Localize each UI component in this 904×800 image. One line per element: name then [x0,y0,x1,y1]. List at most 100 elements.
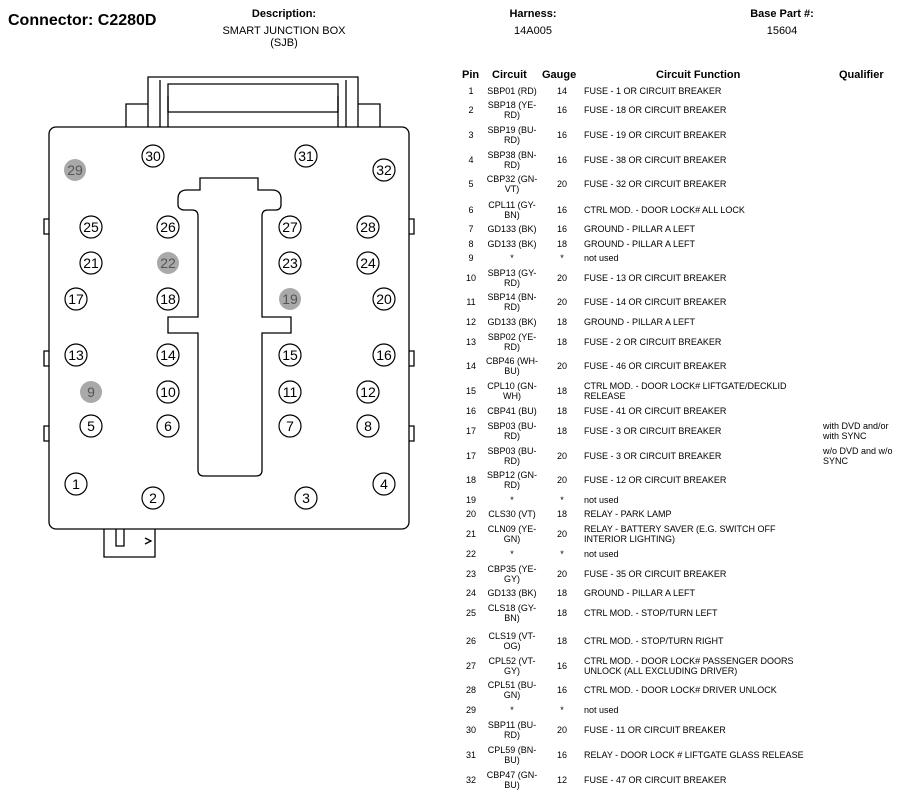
circuit-cell-line: CPL10 (GN- [487,381,537,391]
circuit-cell-line: RD) [504,278,520,288]
function-cell: FUSE - 46 OR CIRCUIT BREAKER [584,361,816,371]
circuit-cell-line: BN) [504,613,520,623]
gauge-cell: * [560,495,564,505]
gauge-cell: 18 [556,239,567,249]
gauge-cell: 18 [556,337,567,347]
cavity-15: 15 [278,343,302,367]
cavity-circle [372,472,396,496]
cavity-circle [156,215,180,239]
top-latch-step [125,103,381,127]
circuit-cell: SBP13 (GY-RD) [484,268,540,288]
cavity-circle [64,472,88,496]
cavity-22: 22 [157,252,179,274]
gauge-cell: 18 [556,406,567,416]
qualifier-cell-line: with SYNC [823,431,867,441]
cavity-number: 28 [360,219,376,235]
center-key [167,177,292,477]
cavity-circle [64,159,86,181]
circuit-cell-line: CBP46 (WH- [485,356,538,366]
harness-value: 14A005 [514,25,552,37]
cavity-circle [79,251,103,275]
gauge-cell: 16 [556,205,567,215]
function-cell: FUSE - 1 OR CIRCUIT BREAKER [584,86,816,96]
pin-cell: 22 [465,549,476,559]
gauge-cell: 14 [556,86,567,96]
cavity-number: 26 [160,219,176,235]
circuit-cell: CLS18 (GY-BN) [484,603,540,623]
gauge-cell: 18 [556,386,567,396]
circuit-cell-line: CPL11 (GY- [488,200,536,210]
circuit-cell-line: RD) [504,342,520,352]
function-cell-line: RELEASE [584,391,626,401]
qualifier-cell-line: w/o DVD and w/o [823,446,893,456]
circuit-cell: GD133 (BK) [484,239,540,249]
gauge-cell: 20 [556,297,567,307]
cavity-number: 6 [164,418,172,434]
cavity-number: 13 [68,347,84,363]
circuit-cell: GD133 (BK) [484,224,540,234]
cavity-21: 21 [79,251,103,275]
circuit-cell-line: CLS30 (VT) [488,509,536,519]
left-tab-1 [43,218,49,235]
cavity-6: 6 [156,414,180,438]
circuit-cell-line: RD) [504,431,520,441]
cavity-number: 14 [160,347,176,363]
cavity-10: 10 [156,380,180,404]
circuit-cell: CLS19 (VT-OG) [484,631,540,651]
gauge-cell: 18 [556,317,567,327]
gauge-cell: 20 [556,725,567,735]
pin-cell: 6 [468,205,474,215]
cavity-24: 24 [356,251,380,275]
cavity-number: 9 [87,384,95,400]
pin-cell: 26 [465,636,476,646]
cavity-circle [294,144,318,168]
cavity-circle [79,414,103,438]
cavity-23: 23 [278,251,302,275]
circuit-cell-line: BU) [504,755,520,765]
pin-cell: 17 [465,426,476,436]
pin-cell: 2 [468,105,474,115]
cavity-circle [141,144,165,168]
description-label: Description: [251,8,317,20]
function-cell-line: FUSE - 46 OR CIRCUIT BREAKER [584,361,727,371]
cavity-circle [356,215,380,239]
gauge-cell: * [560,549,564,559]
left-tab-3 [43,425,49,442]
function-cell: FUSE - 2 OR CIRCUIT BREAKER [584,337,816,347]
description-block: Description: SMART JUNCTION BOX (SJB) [214,8,354,49]
circuit-cell: CBP41 (BU) [484,406,540,416]
cavity-11: 11 [278,380,302,404]
cavity-circle [156,380,180,404]
cavity-circle [64,287,88,311]
function-cell: GROUND - PILLAR A LEFT [584,588,816,598]
circuit-cell: CPL52 (VT-GY) [484,656,540,676]
function-cell-line: FUSE - 2 OR CIRCUIT BREAKER [584,337,722,347]
gauge-cell: 16 [556,155,567,165]
pin-cell: 25 [465,608,476,618]
cavity-circle [278,414,302,438]
bottom-lock [103,529,156,558]
gauge-cell: 18 [556,608,567,618]
gauge-cell: 16 [556,661,567,671]
cavity-number: 24 [360,255,376,271]
cavity-1: 1 [64,472,88,496]
function-cell-line: FUSE - 14 OR CIRCUIT BREAKER [584,297,727,307]
function-cell: not used [584,549,816,559]
pin-cell: 1 [468,86,474,96]
cavity-number: 3 [302,490,310,506]
function-cell: RELAY - PARK LAMP [584,509,816,519]
function-cell: not used [584,495,816,505]
circuit-cell: SBP11 (BU-RD) [484,720,540,740]
cavity-circle [278,251,302,275]
function-cell-line: FUSE - 13 OR CIRCUIT BREAKER [584,273,727,283]
cavity-number: 4 [380,476,388,492]
circuit-cell: * [484,705,540,715]
function-cell: CTRL MOD. - DOOR LOCK# ALL LOCK [584,205,816,215]
function-cell-line: GROUND - PILLAR A LEFT [584,224,696,234]
cavity-number: 10 [160,384,176,400]
function-cell-line: FUSE - 18 OR CIRCUIT BREAKER [584,105,727,115]
circuit-cell-line: SBP19 (BU- [487,125,537,135]
pin-cell: 20 [465,509,476,519]
